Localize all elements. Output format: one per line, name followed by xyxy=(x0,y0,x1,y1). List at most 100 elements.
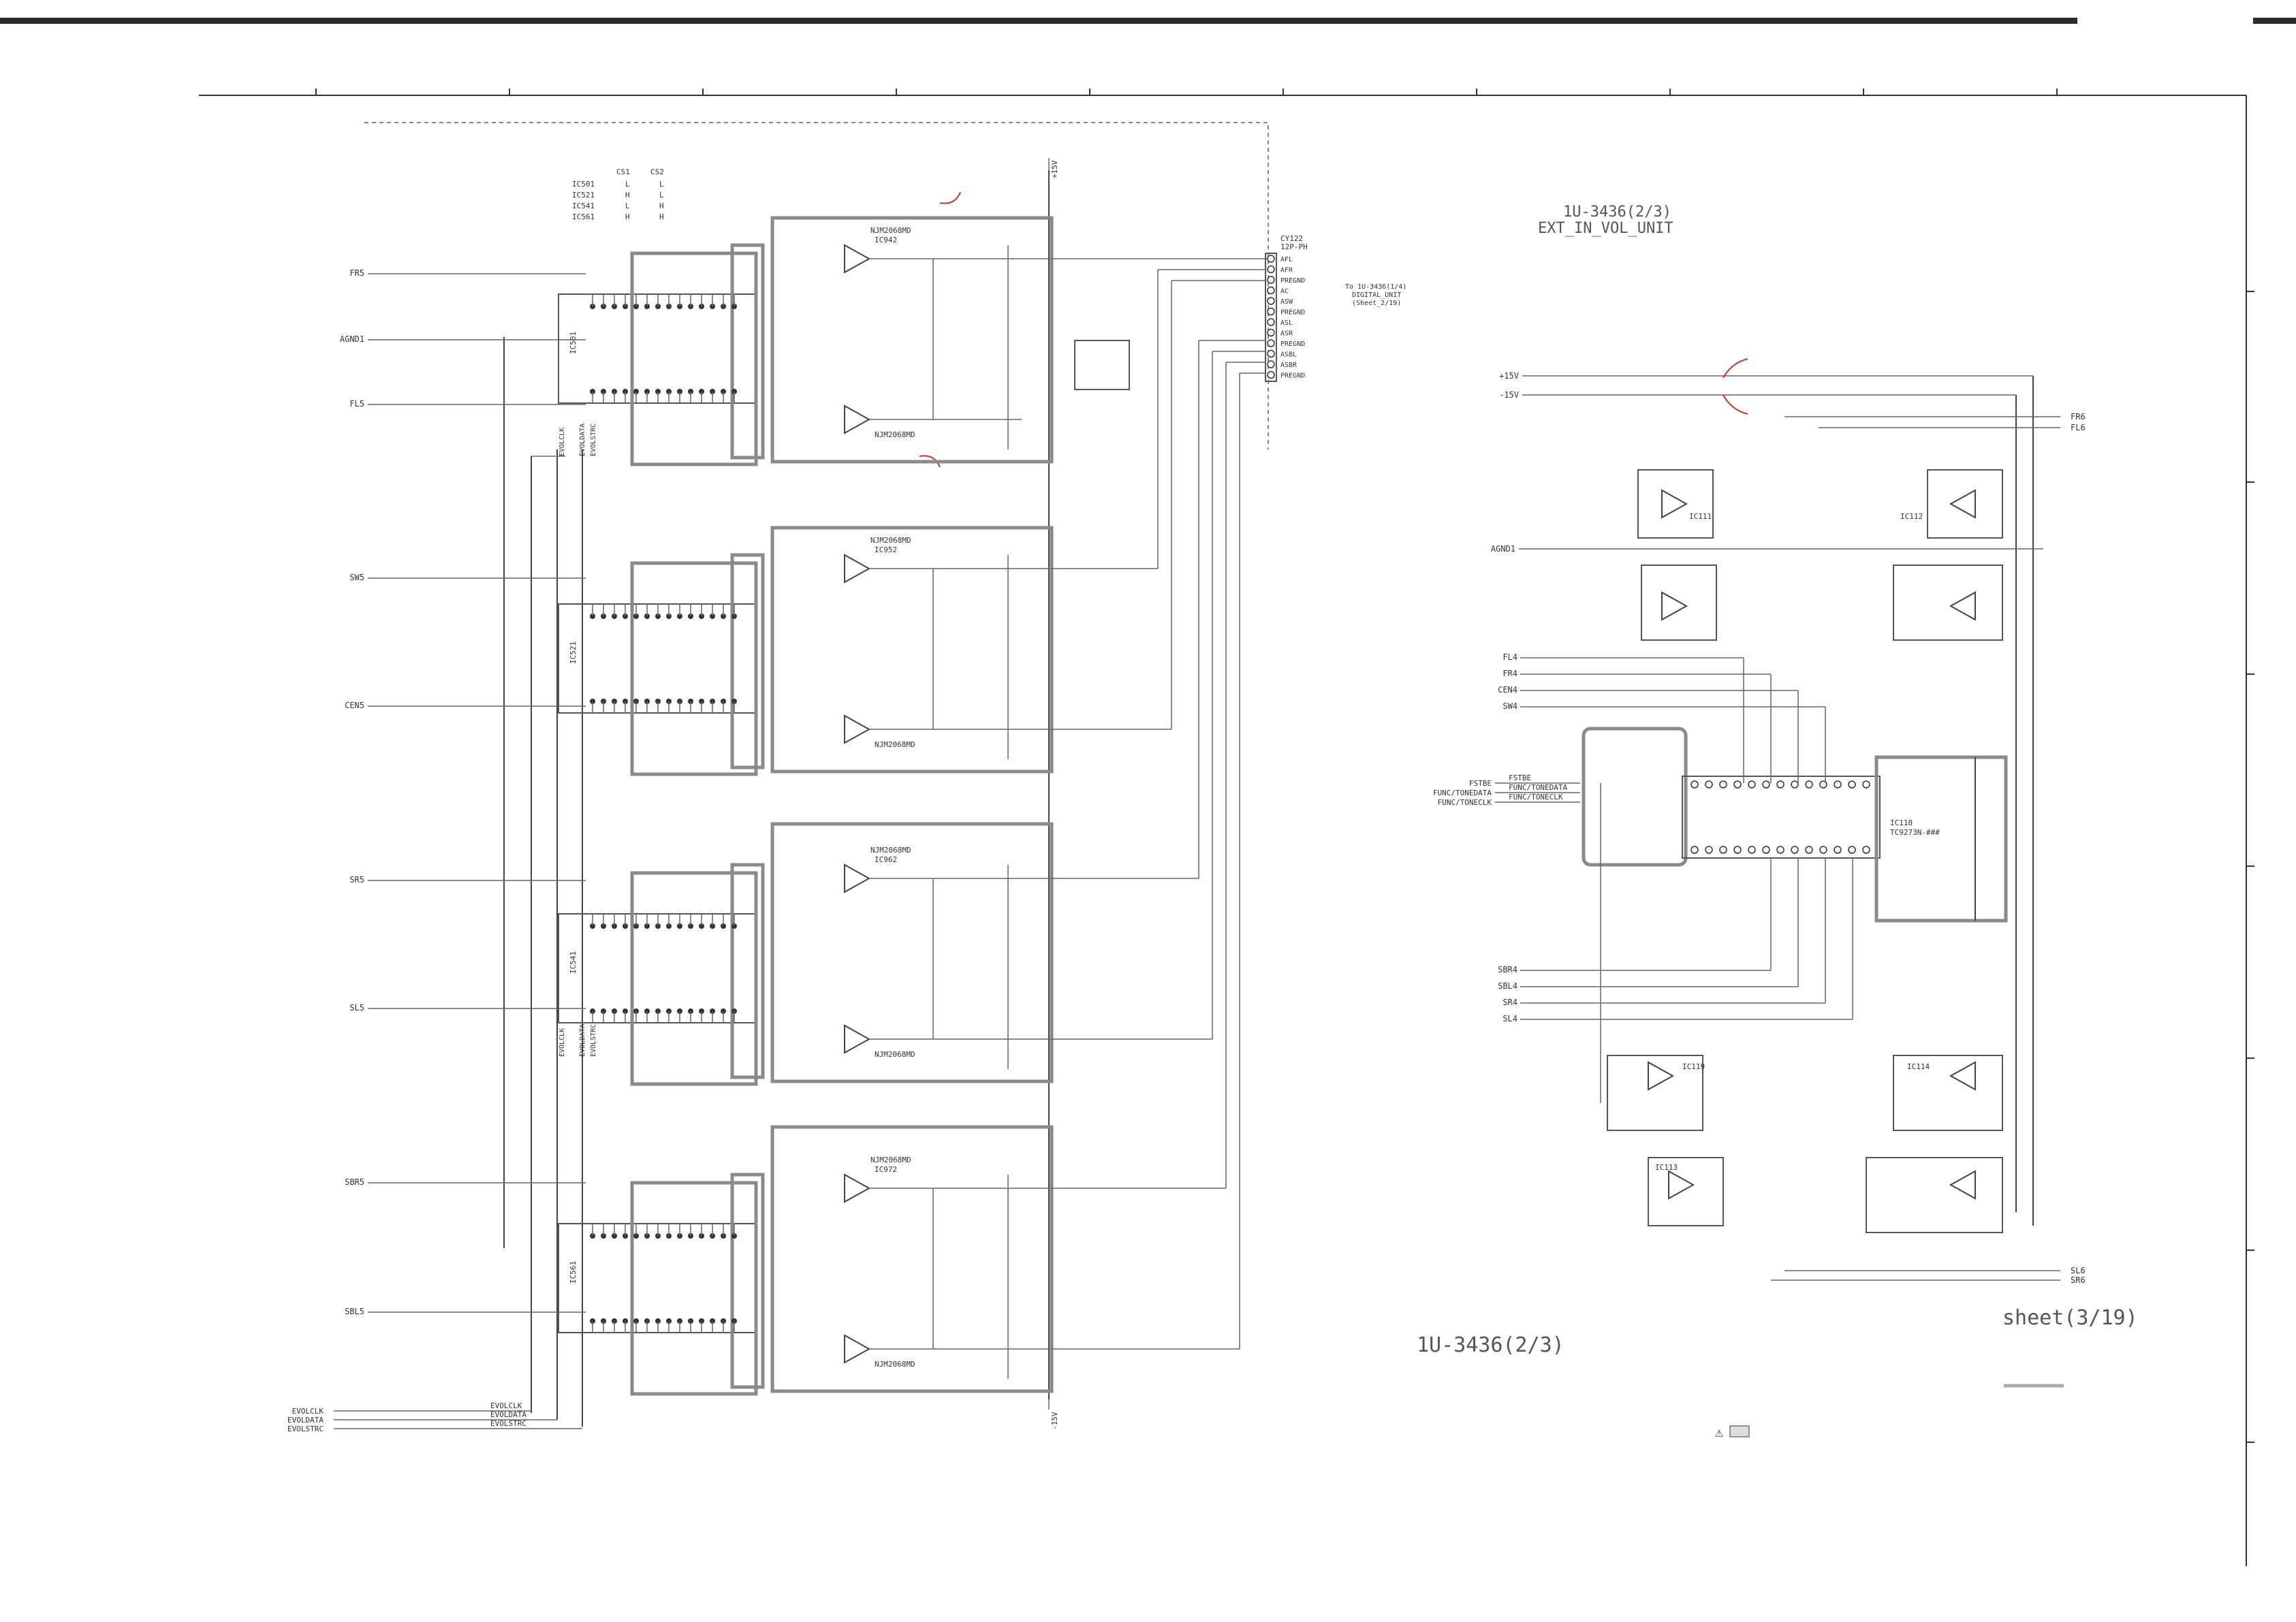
right-input-ports: FL4 FR4 CEN4 SW4 SBR4 SBL4 SR4 SL4 xyxy=(1498,652,1853,1023)
right-power-rails: +15V -15V AGND1 xyxy=(1491,358,2043,1226)
net-func-toneclk: FUNC/TONECLK xyxy=(1509,793,1563,801)
opamp-group-ic119 xyxy=(1607,1055,1703,1131)
connector-pin-label: PREGND xyxy=(1280,309,1305,317)
opamp-ref: IC942 xyxy=(875,236,897,244)
connector-body xyxy=(1265,253,1277,382)
cs-row-cs2: L xyxy=(659,191,664,200)
board-boundary-dash xyxy=(364,122,1269,449)
port-sr4: SR4 xyxy=(1503,998,1517,1007)
connector-type: 12P-PH xyxy=(1280,242,1308,251)
ic110-pins xyxy=(1690,780,1870,854)
connector-pin xyxy=(1267,349,1275,358)
opamp-type: NJM2068MD xyxy=(870,1156,911,1164)
port-func-toneclk: FUNC/TONECLK xyxy=(1438,798,1492,807)
port-fl4: FL4 xyxy=(1503,652,1517,662)
ic110-body xyxy=(1682,776,1881,859)
port-sr6: SR6 xyxy=(2071,1275,2086,1285)
ic110-pin xyxy=(1862,780,1870,789)
signal-bus-frame xyxy=(730,863,765,1079)
port-agnd1: AGND1 xyxy=(340,334,364,344)
opamp-ref-ic119: IC119 xyxy=(1682,1062,1705,1071)
cs-row-cs2: L xyxy=(659,180,664,189)
bus-label: EVOLDATA xyxy=(579,424,586,456)
ic110-pin xyxy=(1805,846,1813,854)
opamp-ref: IC962 xyxy=(875,855,897,864)
ic110-pin xyxy=(1762,846,1770,854)
connector-pin-label: ASR xyxy=(1280,330,1293,338)
opamp-upper xyxy=(844,554,871,584)
connector-pin-label: AC xyxy=(1280,288,1289,296)
connector-note: To 1U-3436(1/4) xyxy=(1345,283,1406,291)
evol-bus-lines: EVOLCLK EVOLDATA EVOLSTRC EVOLCLK EVOLDA… xyxy=(503,337,597,1427)
connector-pins: AFLAFRPREGNDACASWPREGNDASLASRPREGNDASBLA… xyxy=(1267,255,1305,380)
right-neg-supply: -15V xyxy=(1499,390,1519,400)
connector-pin-label: PREGND xyxy=(1280,340,1305,348)
ic110-pin xyxy=(1776,780,1784,789)
cs-row-ic: IC541 xyxy=(572,202,595,210)
signal-bus-frame xyxy=(730,553,765,769)
ic-pin-rows xyxy=(590,294,737,1333)
signal-bus-frame xyxy=(630,251,758,466)
break-mark xyxy=(1723,394,1748,415)
opamp-ic112b xyxy=(1949,591,1976,621)
ic110-pin xyxy=(1719,780,1727,789)
ic110-pin xyxy=(1848,780,1856,789)
connector-pin xyxy=(1267,276,1275,284)
port-sr5: SR5 xyxy=(349,875,364,885)
opamp-lower xyxy=(844,404,871,434)
cs-row-cs1: L xyxy=(625,202,630,210)
signal-bus-frame xyxy=(630,1181,758,1396)
connector-pin-label: ASBR xyxy=(1280,362,1298,369)
port-fr6: FR6 xyxy=(2071,412,2086,422)
warning-icon: ⚠ xyxy=(1715,1424,1723,1440)
block-ic-label: IC561 xyxy=(569,1261,578,1284)
ic110-pin xyxy=(1690,780,1699,789)
evolclk-port: EVOLCLK xyxy=(292,1407,324,1416)
footer-sheet-label: sheet(3/19) xyxy=(2002,1306,2138,1330)
opamp-upper xyxy=(844,863,871,893)
connector-pin-label: ASL xyxy=(1280,319,1293,327)
port-sbl5: SBL5 xyxy=(345,1307,364,1316)
ic110-pin xyxy=(1733,780,1742,789)
cs-row-cs1: H xyxy=(625,212,630,221)
output-bus-frame xyxy=(770,526,1054,774)
opamp-group-ic113 xyxy=(1648,1157,1724,1226)
port-sw5: SW5 xyxy=(349,573,364,582)
port-fr5: FR5 xyxy=(349,268,364,278)
opamp-group-ic111 xyxy=(1637,469,1714,539)
resistor-array-r159 xyxy=(1074,340,1130,390)
opamp-group-ic112 xyxy=(1927,469,2003,539)
right-output-ports: FR6 FL6 SL6 SR6 xyxy=(1771,412,2086,1285)
bus-label: EVOLSTRC xyxy=(590,1024,597,1057)
connector-pin xyxy=(1267,318,1275,326)
opamp-upper xyxy=(844,244,871,274)
ic110-left-bus-frame xyxy=(1582,727,1688,867)
right-title-board: 1U-3436(2/3) xyxy=(1563,204,1671,221)
opamp-group-ic114b xyxy=(1866,1157,2003,1233)
net-fstbe: FSTBE xyxy=(1509,774,1531,782)
opamp-lower xyxy=(844,1024,871,1054)
signal-bus-frame xyxy=(730,1173,765,1389)
port-agnd1-right: AGND1 xyxy=(1491,544,1515,554)
connector-note: DIGITAL_UNIT xyxy=(1352,291,1401,299)
ic110-ref: IC110 xyxy=(1890,818,1913,827)
port-sl5: SL5 xyxy=(349,1003,364,1013)
ic110-pin xyxy=(1705,780,1713,789)
connector-pin xyxy=(1267,307,1275,316)
port-cen4: CEN4 xyxy=(1498,685,1517,695)
ic110-pin xyxy=(1848,846,1856,854)
opamp-ref-ic112: IC112 xyxy=(1900,512,1923,521)
ic110-pin xyxy=(1791,780,1799,789)
connector-pin-label: AFL xyxy=(1280,256,1293,264)
opamp-ic119 xyxy=(1648,1061,1675,1091)
evolstrc-net: EVOLSTRC xyxy=(490,1419,526,1428)
opamp-type: NJM2068MD xyxy=(870,846,911,855)
connector-pin-label: ASBL xyxy=(1280,351,1297,359)
ic110-pin xyxy=(1762,780,1770,789)
cs-select-table: CS1 CS2 IC501 L L IC521 H L IC541 L H IC… xyxy=(572,168,664,221)
evoldata-port: EVOLDATA xyxy=(287,1416,324,1425)
opamp-upper xyxy=(844,1173,871,1203)
connector-pin xyxy=(1267,339,1275,347)
evol-bus-outputs: EVOLCLK EVOLDATA EVOLSTRC EVOLCLK EVOLDA… xyxy=(287,1401,582,1433)
ic110-pin xyxy=(1862,846,1870,854)
